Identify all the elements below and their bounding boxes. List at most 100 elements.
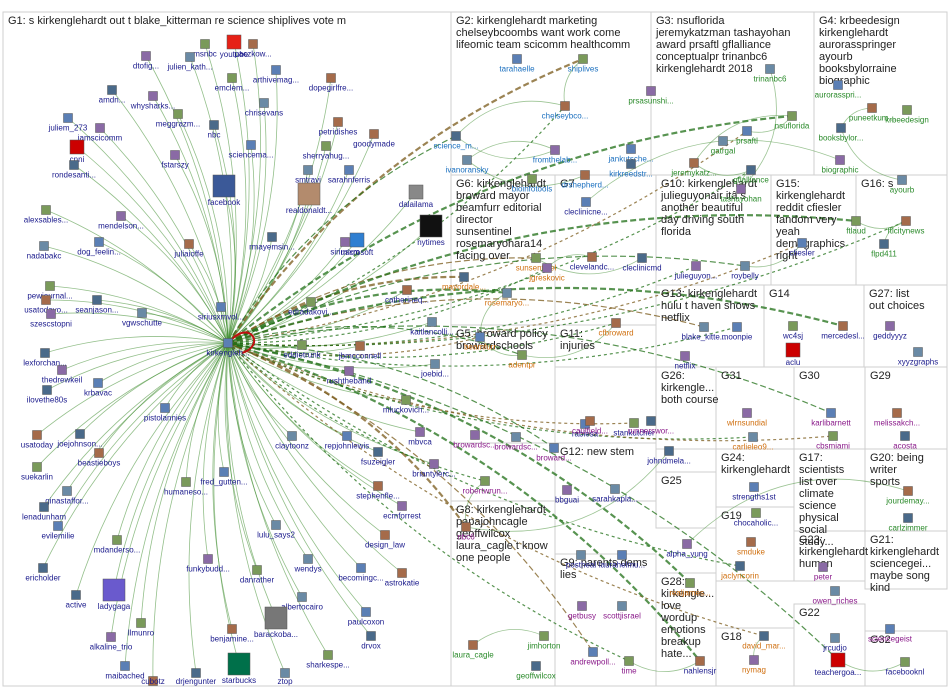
node-albertocairo[interactable]: albertocairo [281, 592, 323, 612]
node-postheal[interactable]: postheal [566, 550, 596, 570]
node-xyyzgraphs[interactable]: xyyzgraphs [898, 347, 938, 367]
node-design-law[interactable]: design_law [365, 530, 405, 550]
node-mercedesl[interactable]: mercedesl... [821, 321, 865, 341]
node-acosta[interactable]: acosta [893, 431, 917, 451]
node-barackoba[interactable]: barackoba... [254, 606, 298, 639]
node-ftlcitynews[interactable]: ftlcitynews [888, 216, 925, 236]
node-edradakovi[interactable]: edradakovi... [288, 297, 334, 317]
node-amdn[interactable]: amdn... [99, 85, 126, 105]
node-thedrewkeil[interactable]: thedrewkeil [42, 365, 83, 385]
node-evilemilie[interactable]: evilemilie [42, 521, 75, 541]
node-browardsc[interactable]: browardsc... [494, 432, 538, 452]
node-drshepherd[interactable]: drshepherd... [561, 170, 609, 190]
node-drvox[interactable]: drvox [361, 631, 381, 651]
node-szescstopni[interactable]: szescstopni [30, 309, 72, 329]
node-time[interactable]: time [621, 656, 637, 676]
node-sciencegeist[interactable]: sciencegeist [868, 624, 913, 644]
node-dtofig[interactable]: dtofig... [133, 51, 159, 71]
node-nytimes[interactable]: nytimes [417, 214, 445, 247]
node-jgreskovic[interactable]: jgreskovic [528, 263, 565, 283]
node-cfbroward[interactable]: cfbroward [598, 318, 634, 338]
node-meggrazm[interactable]: meggrazm... [156, 109, 200, 129]
node-astrokatie[interactable]: astrokatie [385, 568, 420, 588]
node-johndmela[interactable]: johndmela... [646, 446, 691, 466]
node-facebooknl[interactable]: facebooknl [886, 657, 925, 677]
node-beastieboys[interactable]: beastieboys [78, 448, 121, 468]
node-paczkow[interactable]: paczkow... [234, 39, 272, 59]
node-facebook[interactable]: facebook [208, 174, 241, 207]
node-iamscicomm[interactable]: iamscicomm [78, 123, 123, 143]
node-carlieleo9[interactable]: carlieleo9... [733, 432, 774, 452]
node-sharkespe[interactable]: sharkespe... [306, 650, 350, 670]
node-moonpie[interactable]: moonpie [722, 322, 753, 342]
node-laurahelmu[interactable]: laurahelmu... [599, 550, 645, 570]
node-chocaholic[interactable]: chocaholic... [734, 508, 778, 528]
node-tashayohan[interactable]: tashayohan [720, 184, 762, 204]
node-karlibarnett[interactable]: karlibarnett [811, 408, 852, 428]
node-joebid[interactable]: joebid... [420, 359, 449, 379]
node-lulu-says2[interactable]: lulu_says2 [257, 520, 295, 540]
node-vgwschutte[interactable]: vgwschutte [122, 308, 163, 328]
node-mbvca[interactable]: mbvca [408, 427, 432, 447]
node-fstarszy[interactable]: fstarszy [161, 150, 189, 170]
node-danrather[interactable]: danrather [240, 565, 275, 585]
node-usatodayo[interactable]: usatodayo... [24, 295, 68, 315]
node-cbsmiami[interactable]: cbsmiami [816, 431, 850, 451]
node-ladygaga[interactable]: ladygaga [98, 578, 131, 611]
node-ayourb[interactable]: ayourb [890, 175, 915, 195]
node-nbc6[interactable]: nbc6 [457, 522, 475, 542]
node-krbavac[interactable]: krbavac [84, 378, 112, 398]
node-shiplives[interactable]: shiplives [568, 54, 599, 74]
node-dalailama[interactable]: dalailama [399, 184, 434, 209]
node-kaitlancolli[interactable]: kaitlancolli... [410, 317, 454, 337]
node-robertwrun[interactable]: robertwrun... [463, 476, 508, 496]
node-ginastaffor[interactable]: ginastaffor... [45, 486, 89, 506]
node-realdonaldt[interactable]: realdonaldt... [286, 182, 332, 215]
node-prsasunshi[interactable]: prsasunshi... [628, 86, 674, 106]
node-biographic[interactable]: biographic [822, 155, 859, 175]
node-chrisevans[interactable]: chrisevans [245, 98, 283, 118]
node-maibached[interactable]: maibached [105, 661, 145, 681]
node-seanjason[interactable]: seanjason... [75, 295, 119, 315]
node-geoffwilcox[interactable]: geoffwilcox [516, 661, 556, 681]
node-cfiesler[interactable]: cfiesler [789, 238, 815, 258]
node-julieguyon[interactable]: julieguyon... [674, 261, 718, 281]
node-jbmcconnell[interactable]: jbmcconnell [338, 341, 381, 361]
node-briantylerc[interactable]: briantylerc... [412, 459, 456, 479]
node-cnni[interactable]: cnni [70, 139, 85, 164]
node-bbguai[interactable]: bbguai [555, 485, 579, 505]
node-alexsables[interactable]: alexsables... [24, 205, 68, 225]
node-whysharks[interactable]: whysharks... [130, 91, 175, 111]
node-rmayemsin[interactable]: rmayemsin... [249, 232, 295, 252]
node-youtube[interactable]: youtube [220, 34, 249, 59]
node-geddyyyz[interactable]: geddyyyz [873, 321, 907, 341]
node-mdanderso[interactable]: mdanderso... [94, 535, 141, 555]
node-jaclyncorin[interactable]: jaclyncorin [720, 561, 759, 581]
node-sherryahug[interactable]: sherryahug... [303, 141, 350, 161]
node-rondesanti[interactable]: rondesanti... [52, 160, 96, 180]
node-funkybudd[interactable]: funkybudd... [186, 554, 230, 574]
node-owen-riches[interactable]: owen_riches [813, 586, 858, 606]
node-sunsentinel[interactable]: sunsentinel [516, 253, 557, 273]
node-eddietrunk[interactable]: eddietrunk [283, 340, 322, 360]
node-llmunro[interactable]: llmunro [128, 618, 155, 638]
node-aclu[interactable]: aclu [786, 342, 801, 367]
node-nymag[interactable]: nymag [742, 655, 766, 675]
node-paulcoxon[interactable]: paulcoxon [348, 607, 384, 627]
node-becomingc[interactable]: becomingc... [338, 563, 384, 583]
node-aurorasspri[interactable]: aurorasspri... [815, 80, 862, 100]
node-joejohnson[interactable]: joejohnson... [56, 429, 103, 449]
node-jimhorton[interactable]: jimhorton [527, 631, 561, 651]
node-peter[interactable]: peter [814, 562, 833, 582]
node-runnerswor[interactable]: runnerswor... [628, 416, 674, 436]
node-fred-gutten[interactable]: fred_gutten... [200, 467, 248, 487]
node-wlrnsundial[interactable]: wlrnsundial [726, 408, 767, 428]
node-browardsc[interactable]: browardsc... [453, 430, 497, 450]
node-david-mar[interactable]: david_mar... [742, 631, 786, 651]
node-wendys[interactable]: wendys [293, 554, 322, 574]
node-ecmforrest[interactable]: ecmforrest [383, 501, 422, 521]
node-claytoonz[interactable]: claytoonz [275, 431, 309, 451]
node-broward[interactable]: broward... [536, 443, 572, 463]
node-siriusxm[interactable]: siriusxm [330, 237, 360, 257]
node-ericholder[interactable]: ericholder [25, 563, 61, 583]
